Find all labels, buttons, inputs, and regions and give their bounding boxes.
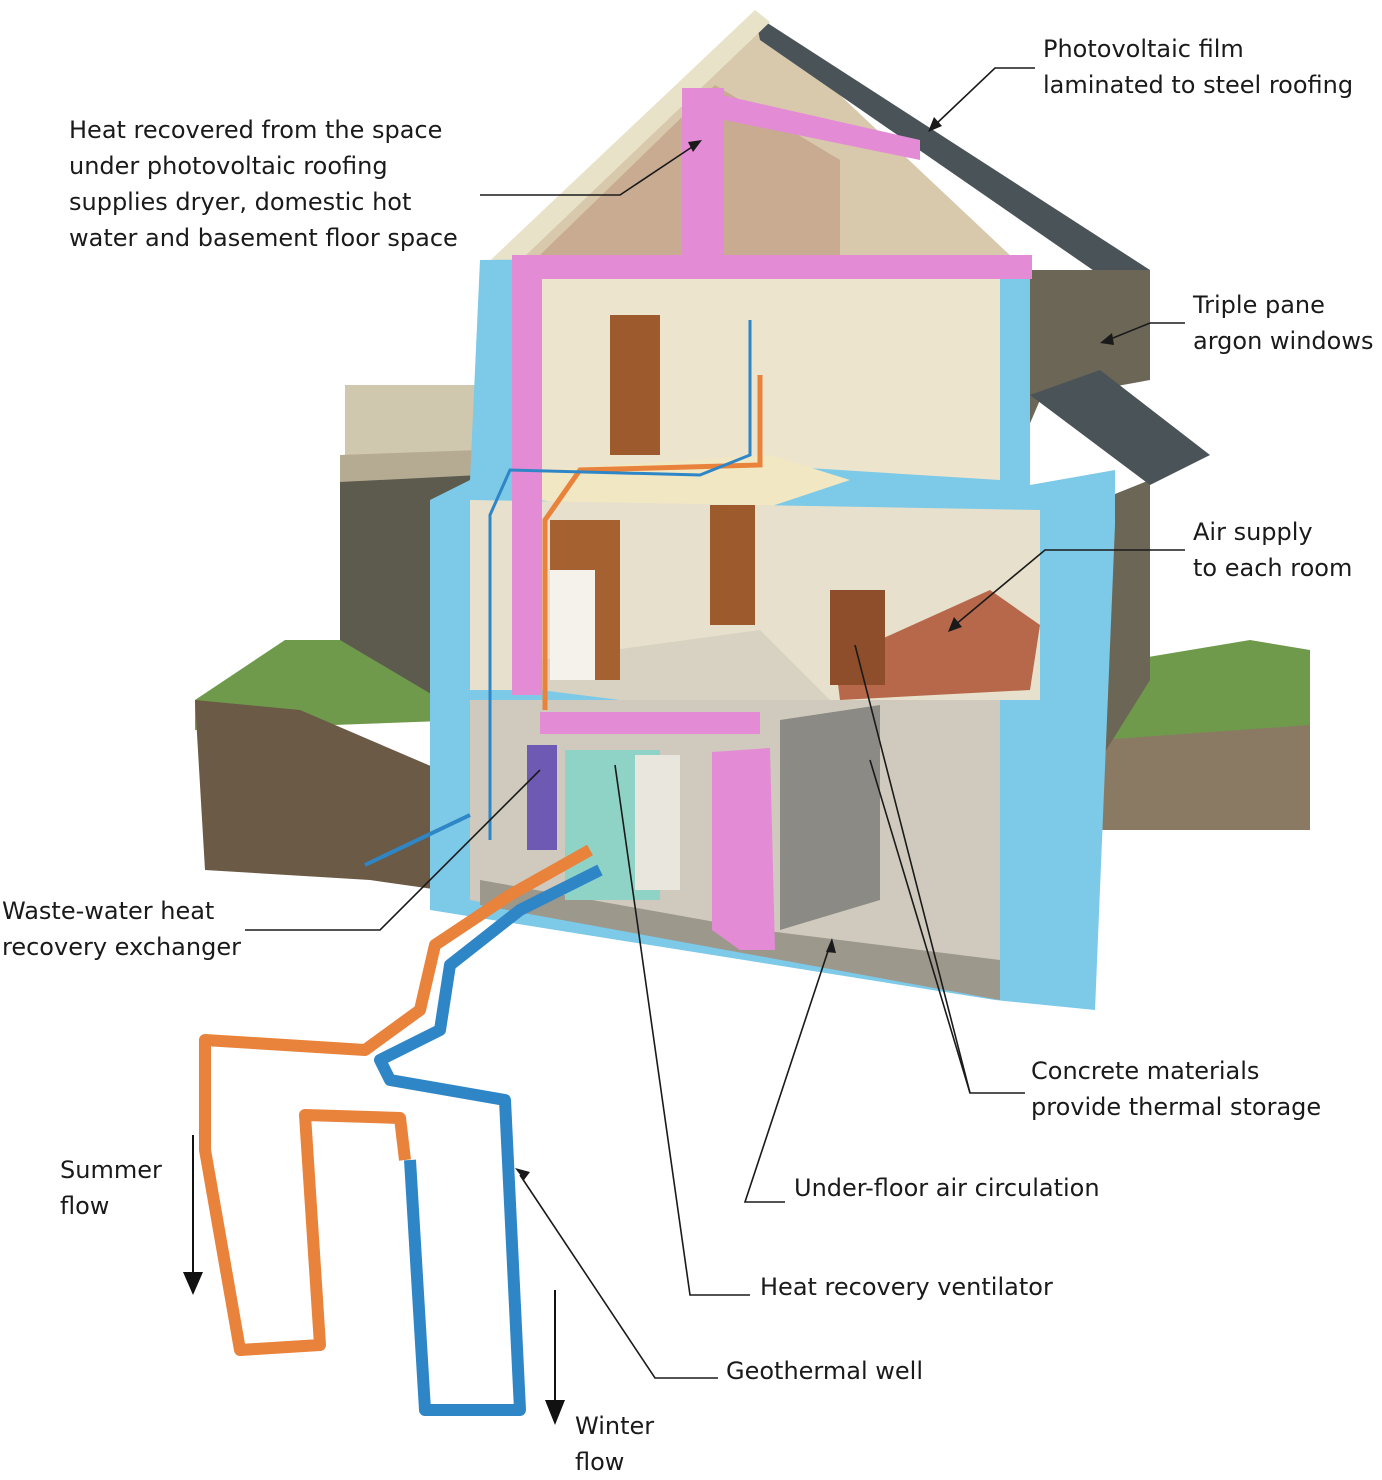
summer-flow-label: Summer flow — [60, 1152, 162, 1224]
hrv-line-1: Heat recovery ventilator — [760, 1273, 1053, 1301]
exterior-water-pipe — [364, 813, 471, 867]
tile-floor — [835, 590, 1040, 700]
concrete-line-2: provide thermal storage — [1031, 1093, 1322, 1121]
winter-flow-line-1: Winter — [575, 1412, 655, 1440]
air-supply-line-1: Air supply — [1193, 518, 1313, 546]
under-floor-label: Under-floor air circulation — [794, 1170, 1100, 1206]
air-supply-label: Air supply to each room — [1193, 514, 1352, 586]
winter-flow-line-2: flow — [575, 1448, 625, 1476]
triple-pane-line-1: Triple pane — [1193, 291, 1325, 319]
leader-heat-recovered — [480, 144, 696, 196]
triple-pane-line-2: argon windows — [1193, 327, 1374, 355]
triple-pane-label: Triple pane argon windows — [1193, 287, 1373, 359]
kitchen-island — [830, 590, 885, 685]
leader-triple-pane-arrowhead — [1100, 333, 1114, 345]
deck-railing — [345, 385, 475, 455]
basement-duct-vertical — [712, 748, 775, 950]
pantry-door — [710, 505, 755, 625]
soil-block-left — [195, 700, 440, 890]
basement-duct-horizontal — [540, 712, 760, 734]
geothermal-label: Geothermal well — [726, 1353, 923, 1389]
leader-under-floor — [743, 944, 831, 1203]
heat-recovered-line-3: supplies dryer, domestic hot — [69, 188, 412, 216]
leader-triple-pane — [1107, 322, 1185, 341]
upper-cabinet — [610, 315, 660, 455]
main-floor-slab — [540, 630, 830, 705]
geothermal-orange-loop — [199, 844, 593, 1356]
concrete-wall — [780, 705, 880, 930]
summer-flow-arrow — [183, 1135, 203, 1295]
leader-heat-recovered-arrowhead — [688, 140, 702, 152]
hrv-label: Heat recovery ventilator — [760, 1269, 1053, 1305]
leader-air-supply-arrowhead — [948, 617, 962, 632]
heat-recovered-label: Heat recovered from the space under phot… — [69, 112, 458, 256]
leader-geothermal-arrowhead — [515, 1168, 530, 1180]
photovoltaic-roof — [755, 15, 1150, 275]
concrete-label: Concrete materials provide thermal stora… — [1031, 1053, 1321, 1125]
roof-fascia — [480, 10, 770, 280]
winter-flow-label: Winter flow — [575, 1408, 654, 1480]
leader-waste-water — [245, 769, 541, 931]
leader-hrv — [614, 764, 750, 1296]
photovoltaic-line-1: Photovoltaic film — [1043, 35, 1244, 63]
leader-geothermal — [519, 1174, 718, 1379]
heat-recovered-line-1: Heat recovered from the space — [69, 116, 443, 144]
waste-water-line-2: recovery exchanger — [2, 933, 241, 961]
leader-photovoltaic — [934, 67, 1035, 126]
attic-duct — [700, 90, 920, 160]
ceiling-duct — [512, 255, 1032, 279]
cold-water-line — [488, 320, 752, 840]
fridge — [550, 570, 595, 680]
geothermal-blue-loop — [374, 864, 603, 1416]
leader-concrete-b — [869, 759, 971, 1094]
air-supply-line-2: to each room — [1193, 554, 1353, 582]
soil-right — [1100, 725, 1310, 830]
heat-recovered-line-4: water and basement floor space — [69, 224, 458, 252]
geothermal-line-1: Geothermal well — [726, 1357, 923, 1385]
under-floor-line-1: Under-floor air circulation — [794, 1174, 1100, 1202]
waste-water-coil — [527, 745, 557, 850]
deck-top — [340, 450, 480, 482]
leader-photovoltaic-arrowhead — [928, 117, 942, 132]
hot-water-tank — [635, 755, 680, 890]
winter-flow-arrow — [545, 1290, 565, 1425]
summer-flow-line-1: Summer — [60, 1156, 162, 1184]
hot-water-line — [542, 375, 763, 710]
vertical-duct — [512, 255, 542, 695]
right-siding-upper — [1010, 270, 1150, 470]
leader-under-floor-arrowhead — [826, 938, 836, 953]
heat-recovered-line-2: under photovoltaic roofing — [69, 152, 388, 180]
waste-water-line-1: Waste-water heat — [2, 897, 215, 925]
lower-roof — [1030, 370, 1210, 485]
summer-flow-line-2: flow — [60, 1192, 110, 1220]
waste-water-label: Waste-water heat recovery exchanger — [2, 893, 241, 965]
concrete-line-1: Concrete materials — [1031, 1057, 1260, 1085]
photovoltaic-line-2: laminated to steel roofing — [1043, 71, 1354, 99]
photovoltaic-label: Photovoltaic film laminated to steel roo… — [1043, 31, 1353, 103]
leader-air-supply — [954, 549, 1185, 626]
